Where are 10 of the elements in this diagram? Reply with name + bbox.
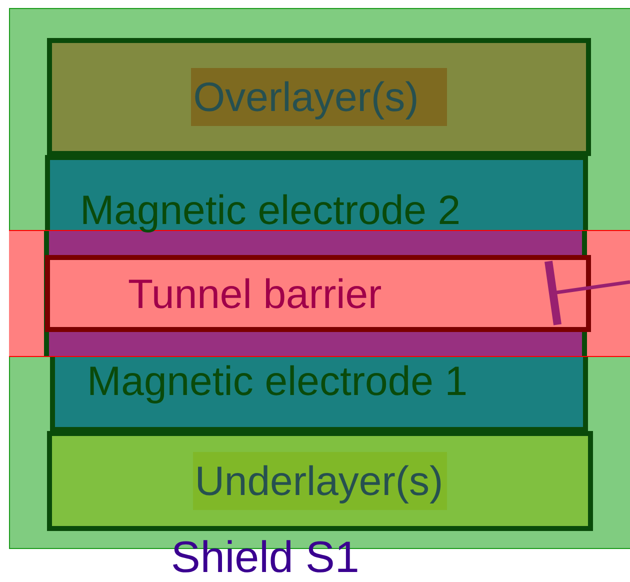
layer-label: Magnetic electrode 1	[87, 359, 468, 403]
leader-line	[544, 260, 630, 326]
layer-label: Tunnel barrier	[127, 272, 382, 316]
layer-label: Underlayer(s)	[192, 452, 448, 510]
layer-label: Magnetic electrode 2	[80, 188, 461, 232]
underlayer-box	[47, 431, 593, 531]
tunnel-barrier-box	[45, 255, 591, 332]
electrode-box	[50, 357, 588, 432]
layer-label: Overlayer(s)	[191, 68, 447, 126]
overlayer-box	[47, 38, 591, 156]
